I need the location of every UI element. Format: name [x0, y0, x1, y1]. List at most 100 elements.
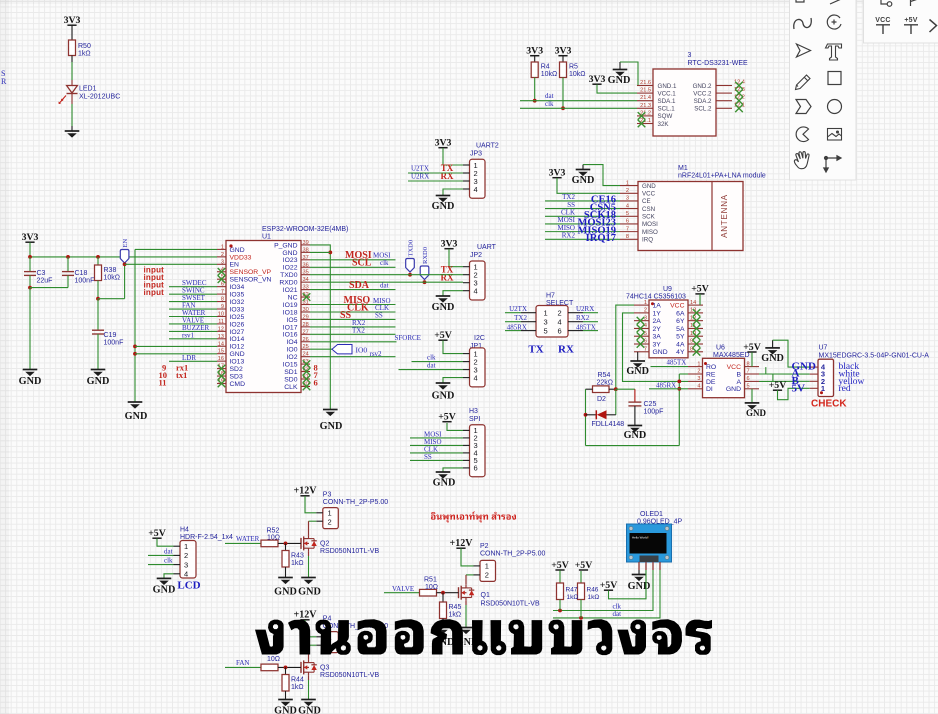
svg-text:Q1: Q1	[481, 592, 490, 599]
svg-text:input: input	[144, 273, 165, 282]
svg-text:SENSOR_VN: SENSOR_VN	[230, 277, 272, 284]
svg-text:2: 2	[221, 252, 224, 258]
svg-text:6: 6	[644, 339, 647, 345]
svg-text:SDA: SDA	[349, 280, 370, 291]
svg-text:3Y: 3Y	[653, 341, 662, 348]
svg-text:7: 7	[644, 346, 647, 352]
svg-text:rsv2: rsv2	[370, 350, 383, 358]
svg-text:U2RX: U2RX	[411, 173, 429, 181]
svg-text:TX2: TX2	[562, 193, 575, 201]
svg-text:1: 1	[474, 426, 478, 435]
svg-text:+5V: +5V	[148, 528, 166, 539]
svg-text:FAN: FAN	[182, 302, 195, 310]
svg-text:R5: R5	[569, 64, 578, 71]
svg-text:IO35: IO35	[230, 292, 245, 299]
svg-text:21.2: 21.2	[640, 110, 651, 116]
svg-text:IO27: IO27	[230, 329, 245, 336]
svg-text:R: R	[1, 77, 7, 86]
svg-text:2: 2	[474, 434, 478, 443]
svg-text:7: 7	[626, 226, 629, 232]
svg-text:EN: EN	[230, 262, 240, 269]
svg-text:TX: TX	[441, 163, 454, 173]
svg-text:BUZZER: BUZZER	[182, 324, 210, 332]
svg-text:CE16: CE16	[591, 195, 616, 206]
svg-text:H3: H3	[469, 408, 478, 415]
svg-text:IO34: IO34	[230, 284, 245, 291]
svg-text:21.1: 21.1	[640, 118, 651, 124]
svg-text:36: 36	[303, 262, 309, 268]
svg-text:12.3: 12.3	[734, 87, 745, 93]
svg-text:clk: clk	[613, 603, 622, 611]
svg-text:clk: clk	[380, 259, 389, 267]
svg-text:IO5: IO5	[287, 317, 298, 324]
svg-text:4: 4	[697, 384, 700, 390]
svg-text:IO15: IO15	[283, 362, 298, 369]
svg-text:GND: GND	[298, 706, 321, 714]
svg-text:input: input	[144, 266, 165, 275]
svg-text:MOSI: MOSI	[345, 250, 372, 261]
svg-text:3: 3	[184, 560, 188, 569]
svg-text:14: 14	[218, 341, 224, 347]
svg-text:11: 11	[690, 323, 696, 329]
svg-text:A: A	[736, 379, 741, 386]
svg-text:SWINC: SWINC	[182, 287, 205, 295]
svg-text:2: 2	[558, 309, 562, 318]
svg-text:3V3: 3V3	[526, 46, 543, 57]
svg-text:GND: GND	[432, 201, 455, 212]
svg-text:100nF: 100nF	[104, 340, 124, 347]
svg-text:5A: 5A	[676, 326, 685, 333]
svg-text:R46: R46	[587, 587, 599, 594]
svg-text:VCC.1: VCC.1	[658, 90, 677, 97]
svg-text:5Y: 5Y	[676, 334, 685, 341]
svg-text:20: 20	[303, 381, 309, 387]
svg-text:GND.1: GND.1	[658, 83, 677, 90]
svg-text:5: 5	[644, 331, 647, 337]
svg-text:dat: dat	[380, 282, 389, 290]
svg-text:9: 9	[690, 339, 693, 345]
svg-text:1: 1	[474, 161, 478, 170]
svg-text:10: 10	[218, 311, 224, 317]
svg-text:2: 2	[474, 271, 478, 280]
svg-text:26: 26	[303, 337, 309, 343]
svg-text:12: 12	[690, 315, 696, 321]
svg-text:GND: GND	[626, 366, 649, 377]
svg-text:30: 30	[303, 307, 309, 313]
svg-text:CSN: CSN	[642, 206, 655, 213]
svg-text:SDA.2: SDA.2	[694, 98, 712, 105]
svg-text:4: 4	[626, 203, 629, 209]
svg-text:GND: GND	[572, 175, 595, 186]
svg-text:100pF: 100pF	[644, 409, 664, 416]
svg-text:3A: 3A	[653, 334, 662, 341]
svg-text:C18: C18	[75, 270, 88, 277]
svg-text:U2TX: U2TX	[411, 165, 429, 173]
svg-text:5V: 5V	[792, 382, 806, 394]
svg-text:IO13: IO13	[230, 359, 245, 366]
svg-text:R4: R4	[541, 64, 550, 71]
svg-text:MISO19: MISO19	[577, 225, 616, 236]
svg-text:P3: P3	[323, 491, 332, 498]
svg-text:15: 15	[218, 349, 224, 355]
svg-text:MISO: MISO	[344, 295, 371, 306]
svg-text:CLK: CLK	[347, 303, 369, 314]
svg-text:5: 5	[544, 327, 548, 336]
svg-text:SD1: SD1	[284, 369, 297, 376]
svg-text:1: 1	[544, 309, 548, 318]
svg-text:13: 13	[690, 308, 696, 314]
svg-text:I2C: I2C	[474, 335, 485, 342]
svg-text:XL-2012UBC: XL-2012UBC	[79, 94, 120, 101]
svg-text:EN: EN	[122, 239, 129, 248]
svg-text:RX2: RX2	[562, 231, 576, 239]
svg-text:8: 8	[747, 361, 750, 367]
svg-text:RX: RX	[441, 171, 454, 181]
svg-text:R38: R38	[104, 267, 117, 274]
svg-text:SS: SS	[340, 310, 352, 321]
svg-text:GND: GND	[125, 411, 148, 422]
svg-text:SD0: SD0	[284, 376, 297, 383]
svg-text:3: 3	[688, 52, 692, 59]
svg-text:10kΩ: 10kΩ	[569, 71, 586, 78]
svg-text:12.1: 12.1	[734, 102, 745, 108]
svg-text:dat: dat	[545, 92, 554, 100]
svg-text:DE: DE	[706, 379, 716, 386]
svg-text:IO26: IO26	[230, 321, 245, 328]
svg-text:clk: clk	[545, 100, 554, 108]
